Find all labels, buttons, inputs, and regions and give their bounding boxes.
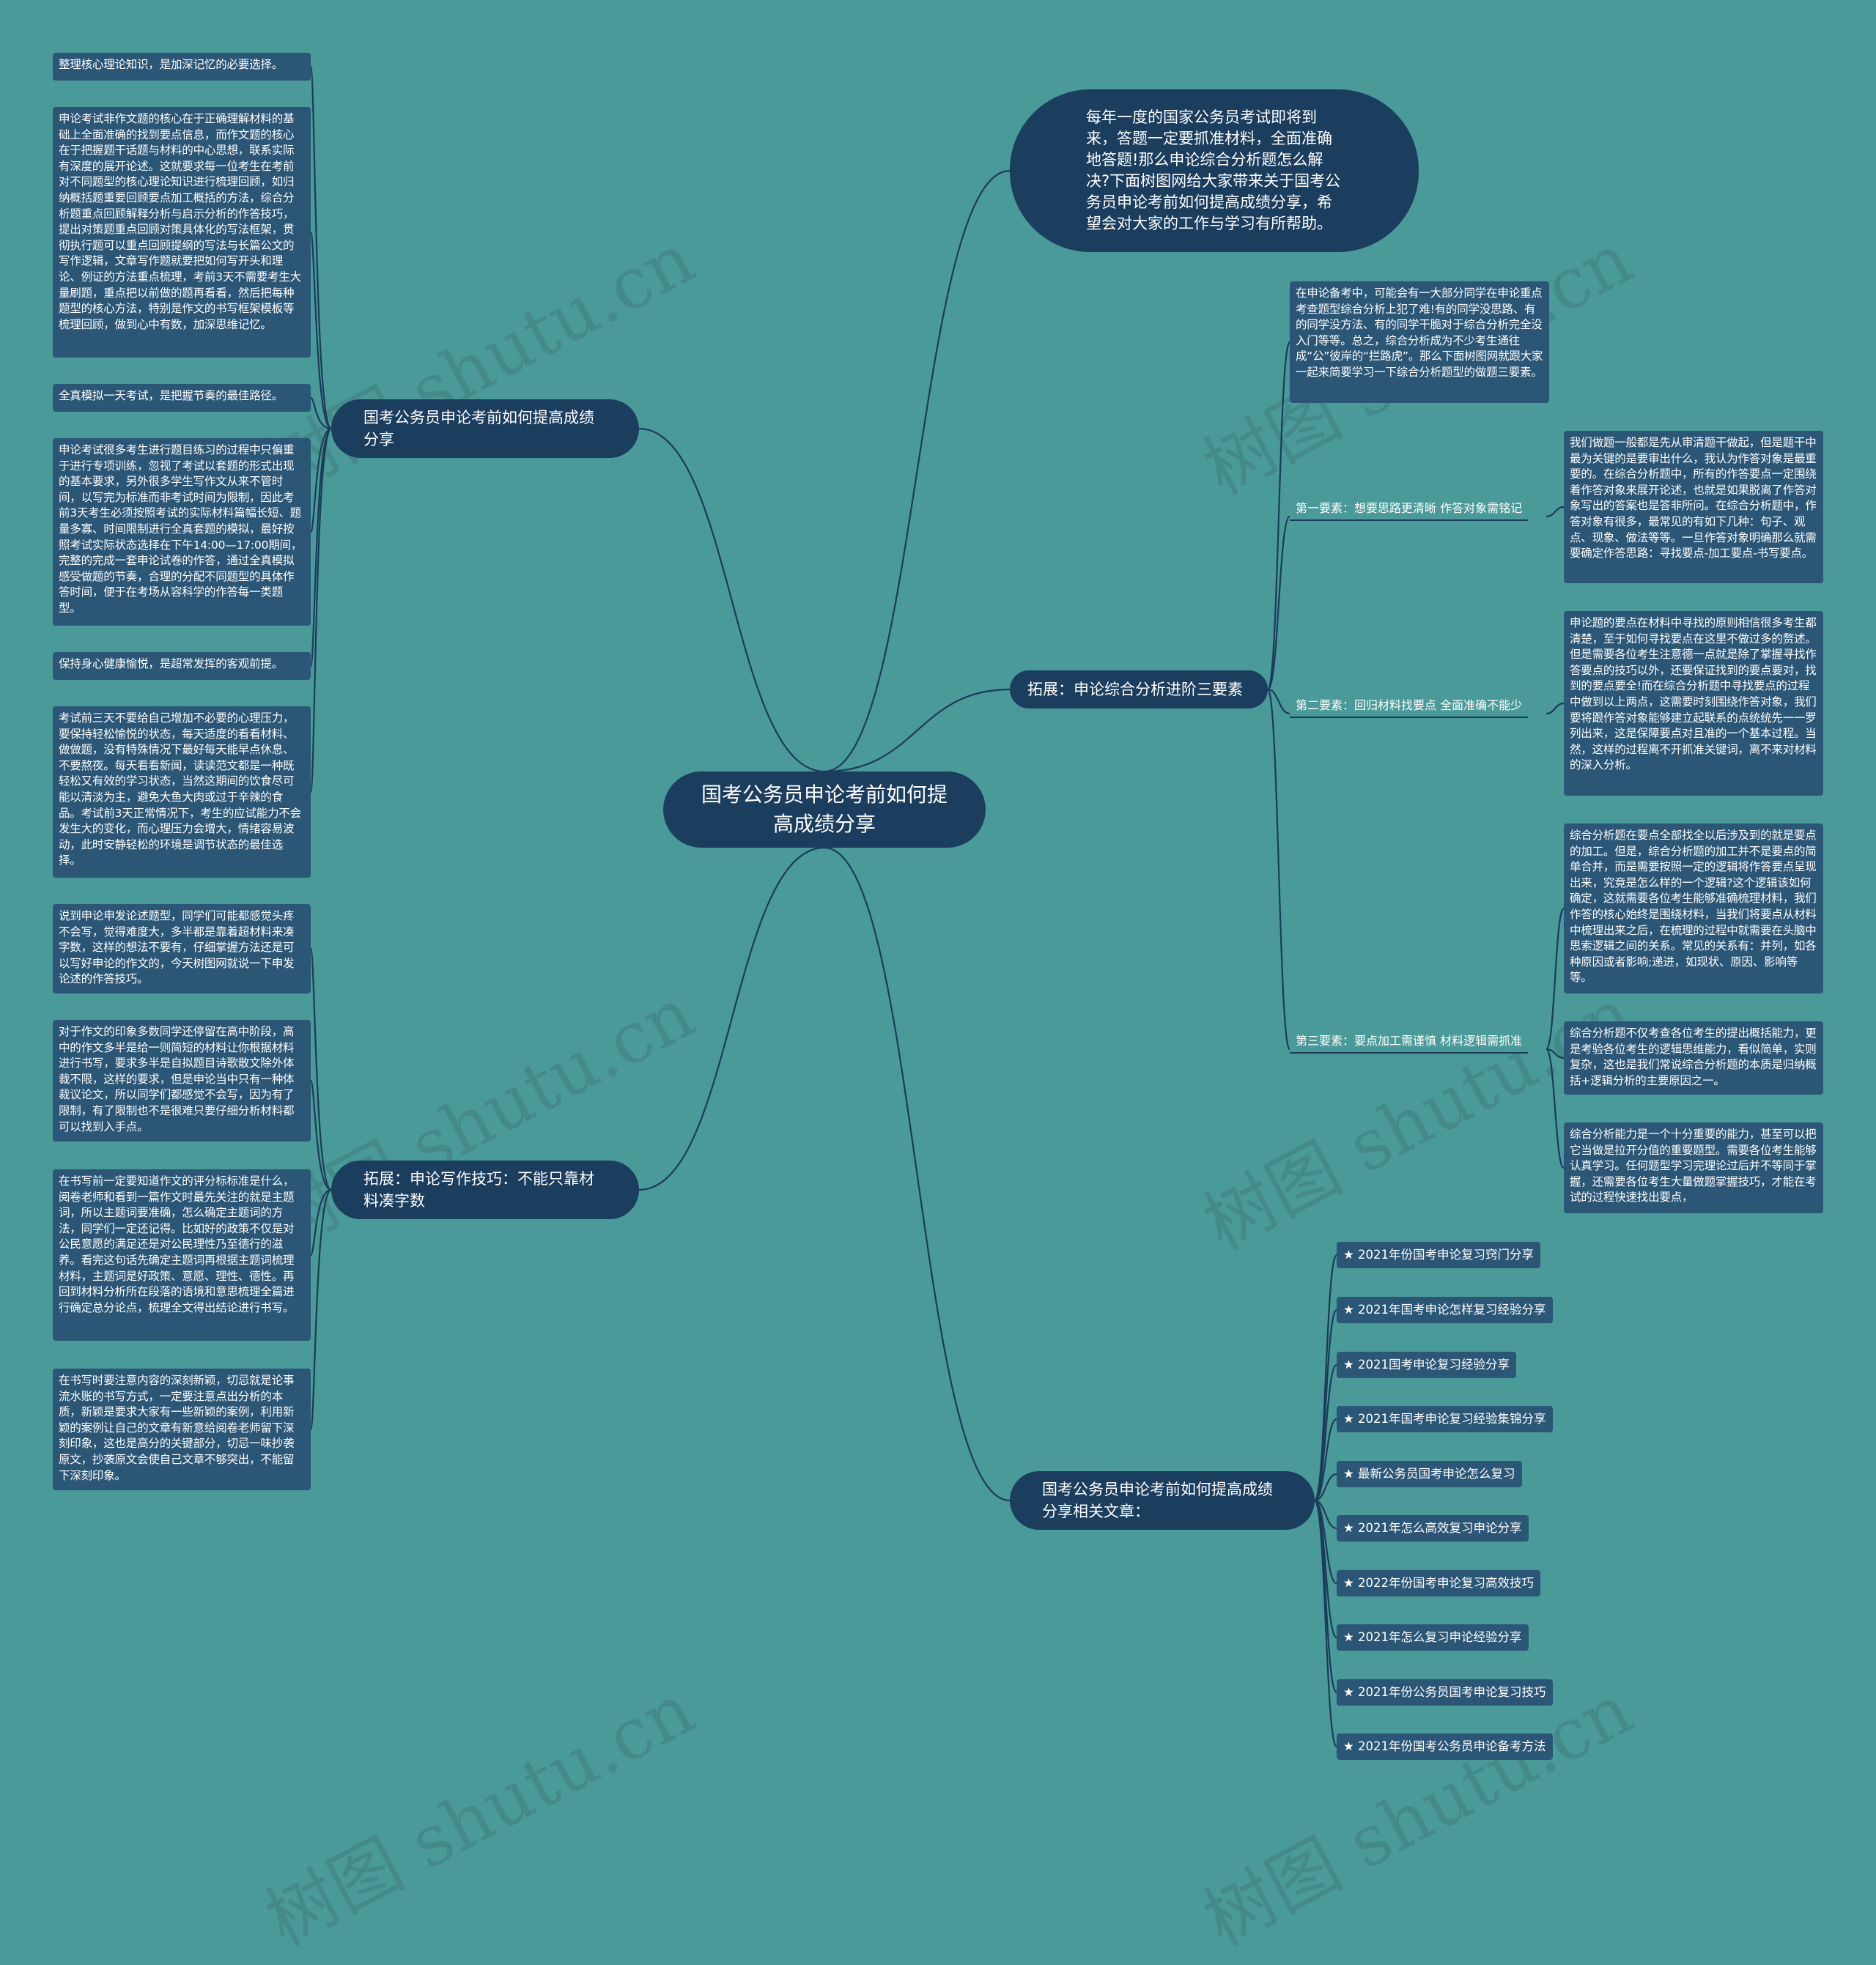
- element-connector: [1267, 688, 1290, 715]
- exam-tip-connector: [309, 427, 333, 793]
- leaf-exam-tip-6[interactable]: 考试前三天不要给自己增加不必要的心理压力，要保持轻松愉悦的状态，每天适度的看看材…: [53, 706, 311, 878]
- branch-three-elements[interactable]: 拓展：申论综合分析进阶三要素: [1010, 670, 1268, 708]
- exam-tip-connector: [309, 231, 332, 430]
- root-to-related-line: [824, 846, 1011, 1502]
- writing-tip-connector: [309, 1079, 332, 1191]
- related-article-link[interactable]: ★ 2021国考申论复习经验分享: [1337, 1352, 1517, 1378]
- leaf-writing-tip-1[interactable]: 说到申论申发论述题型，同学们可能都感觉头疼不会写，觉得难度大，多半都是靠着超材料…: [53, 904, 311, 993]
- related-article-link[interactable]: ★ 2021年国考申论复习经验集锦分享: [1337, 1406, 1553, 1432]
- writing-tip-connector: [309, 1188, 332, 1257]
- related-article-link[interactable]: ★ 2021年份国考公务员申论备考方法: [1337, 1733, 1553, 1760]
- related-article-link[interactable]: ★ 2021年份公务员国考申论复习技巧: [1337, 1679, 1553, 1706]
- writing-tip-connector: [309, 947, 333, 1191]
- leaf-three-elements-note[interactable]: 在申论备考中，可能会有一大部分同学在申论重点考查题型综合分析上犯了难!有的同学没…: [1290, 281, 1549, 403]
- root-to-intro-line: [824, 169, 1011, 773]
- related-link-connector: [1314, 1418, 1337, 1502]
- mindmap-canvas: 树图 shutu.cn 树图 shutu.cn 树图 shutu.cn 树图 s…: [53, 53, 1823, 1961]
- leaf-element-1-detail[interactable]: 我们做题一般都是先从审清题干做起，但是题干中最为关键的是要审出什么，我认为作答对…: [1564, 431, 1823, 583]
- branch-related-articles[interactable]: 国考公务员申论考前如何提高成绩分享相关文章：: [1010, 1471, 1315, 1530]
- leaf-exam-tip-3[interactable]: 全真模拟一天考试，是把握节奏的最佳路径。: [53, 384, 311, 412]
- related-article-link[interactable]: ★ 2021年份国考申论复习窍门分享: [1337, 1242, 1541, 1268]
- leaf-exam-tip-2[interactable]: 申论考试非作文题的核心在于正确理解材料的基础上全面准确的找到要点信息，而作文题的…: [53, 107, 311, 358]
- related-article-link[interactable]: ★ 2021年怎么复习申论经验分享: [1337, 1624, 1529, 1651]
- leaf-element-3-detail-3[interactable]: 综合分析能力是一个十分重要的能力，甚至可以把它当做是拉开分值的重要题型。需要各位…: [1564, 1122, 1823, 1213]
- exam-tip-connector: [309, 65, 333, 430]
- related-link-connector: [1313, 1363, 1338, 1502]
- element-connector: [1266, 515, 1291, 691]
- connector-lines: [309, 65, 1565, 1748]
- branch-writing-tips[interactable]: 拓展：申论写作技巧：不能只靠材料凑字数: [331, 1161, 639, 1219]
- leaf-element-3-detail-1[interactable]: 综合分析题在要点全部找全以后涉及到的就是要点的加工。但是，综合分析题的加工并不是…: [1564, 824, 1823, 993]
- root-to-exam-tips-line: [638, 427, 825, 773]
- leaf-writing-tip-4[interactable]: 在书写时要注意内容的深刻新颖，切忌就是论事流水账的书写方式，一定要注意点出分析的…: [53, 1369, 311, 1490]
- related-article-link[interactable]: ★ 2021年怎么高效复习申论分享: [1337, 1515, 1529, 1542]
- root-to-writing-line: [638, 846, 825, 1191]
- exam-tip-connector: [309, 427, 333, 667]
- element-detail-connector: [1546, 702, 1565, 715]
- element-1[interactable]: 第一要素：想要思路更清晰 作答对象需铭记: [1290, 497, 1529, 521]
- related-link-connector: [1313, 1499, 1338, 1748]
- branch-exam-tips[interactable]: 国考公务员申论考前如何提高成绩分享: [331, 399, 639, 458]
- leaf-writing-tip-3[interactable]: 在书写前一定要知道作文的评分标标准是什么，阅卷老师和看到一篇作文时最先关注的就是…: [53, 1169, 311, 1341]
- related-article-link[interactable]: ★ 2022年份国考申论复习高效技巧: [1337, 1570, 1541, 1596]
- writing-tip-connector: [309, 1188, 333, 1431]
- root-topic[interactable]: 国考公务员申论考前如何提高成绩分享: [663, 771, 986, 848]
- exam-tip-connector: [309, 427, 332, 533]
- leaf-exam-tip-4[interactable]: 申论考试很多考生进行题目练习的过程中只偏重于进行专项训练，忽视了考试以套题的形式…: [53, 438, 311, 626]
- root-to-elements-line: [824, 688, 1011, 773]
- element-detail-connector: [1546, 1048, 1565, 1059]
- element-2[interactable]: 第二要素：回归材料找要点 全面准确不能少: [1290, 695, 1529, 718]
- exam-tip-connector: [309, 396, 332, 430]
- element-connector: [1266, 341, 1291, 691]
- element-3[interactable]: 第三要素：要点加工需谨慎 材料逻辑需抓准: [1290, 1030, 1529, 1054]
- intro-node[interactable]: 每年一度的国家公务员考试即将到来，答题一定要抓准材料，全面准确地答题!那么申论综…: [1010, 89, 1419, 252]
- element-detail-connector: [1545, 1048, 1565, 1169]
- leaf-exam-tip-5[interactable]: 保持身心健康愉悦，是超常发挥的客观前提。: [53, 652, 311, 680]
- leaf-element-3-detail-2[interactable]: 综合分析题不仅考查各位考生的提出概括能力，更是考验各位考生的逻辑思维能力，看似简…: [1564, 1021, 1823, 1095]
- related-article-link[interactable]: ★ 最新公务员国考申论怎么复习: [1337, 1461, 1522, 1487]
- leaf-exam-tip-1[interactable]: 整理核心理论知识，是加深记忆的必要选择。: [53, 53, 311, 81]
- element-detail-connector: [1545, 907, 1565, 1051]
- leaf-element-2-detail[interactable]: 申论题的要点在材料中寻找的原则相信很多考生都清楚，至于如何寻找要点在这里不做过多…: [1564, 611, 1823, 796]
- related-link-connector: [1314, 1473, 1337, 1502]
- related-article-link[interactable]: ★ 2021年国考申论怎样复习经验分享: [1337, 1297, 1553, 1323]
- related-link-connector: [1313, 1309, 1338, 1502]
- element-detail-connector: [1546, 506, 1565, 518]
- element-connector: [1266, 688, 1291, 1051]
- leaf-writing-tip-2[interactable]: 对于作文的印象多数同学还停留在高中阶段，高中的作文多半是给一则简短的材料让你根据…: [53, 1020, 311, 1141]
- related-link-connector: [1313, 1499, 1338, 1694]
